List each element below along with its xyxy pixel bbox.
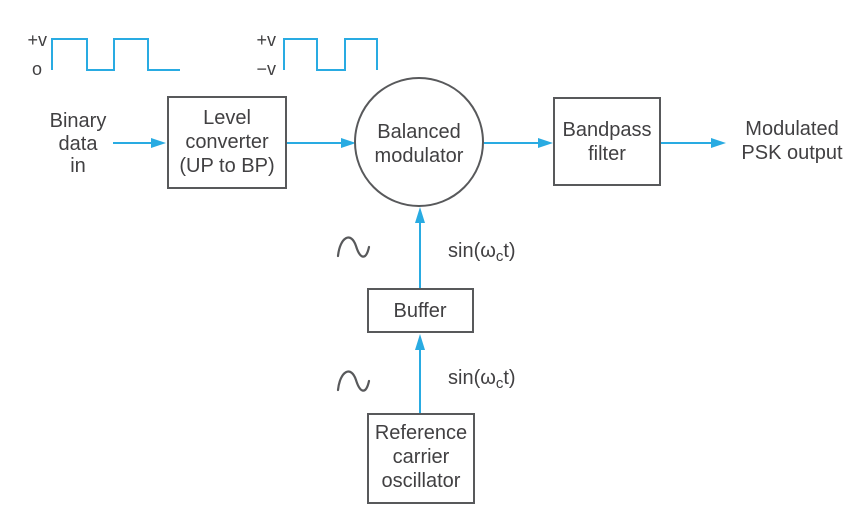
modulated-psk-output-label: Modulated PSK output bbox=[741, 118, 843, 164]
bandpass-filter-line2: filter bbox=[588, 143, 626, 165]
level-converter-line2: converter bbox=[185, 131, 269, 153]
arrow-oscillator-head bbox=[415, 334, 425, 350]
block-buffer: Buffer bbox=[367, 288, 474, 333]
unipolar-high-label: +v bbox=[27, 30, 47, 50]
unipolar-waveform-trace bbox=[51, 38, 180, 71]
input-label-line1: Binary bbox=[50, 110, 107, 132]
arrow-output-head bbox=[711, 138, 726, 148]
bipolar-waveform: +v −v bbox=[256, 30, 378, 79]
binary-data-in-label: Binary data in bbox=[50, 110, 107, 177]
unipolar-low-label: o bbox=[32, 59, 42, 79]
arrow-modulator-head bbox=[538, 138, 553, 148]
arrow-filter-to-output bbox=[661, 138, 726, 148]
buffer-label: Buffer bbox=[394, 300, 447, 322]
oscillator-line2: carrier bbox=[393, 446, 450, 468]
bandpass-filter-line1: Bandpass bbox=[563, 119, 652, 141]
carrier-lower-pre: sin(ω bbox=[448, 367, 496, 389]
arrow-modulator-to-filter bbox=[484, 138, 553, 148]
block-bandpass-filter: Bandpass filter bbox=[553, 97, 661, 186]
arrow-converter-to-modulator bbox=[287, 138, 356, 148]
input-label-line2: data bbox=[59, 133, 99, 155]
block-reference-carrier-oscillator: Reference carrier oscillator bbox=[367, 413, 475, 504]
bipolar-high-label: +v bbox=[256, 30, 276, 50]
bipolar-low-label: −v bbox=[256, 59, 276, 79]
arrow-buffer-to-modulator bbox=[415, 207, 425, 289]
bipolar-waveform-trace bbox=[283, 38, 378, 71]
level-converter-line1: Level bbox=[203, 107, 251, 129]
input-label-line3: in bbox=[70, 155, 86, 177]
output-label-line1: Modulated bbox=[745, 118, 838, 140]
buffer-box bbox=[367, 288, 474, 333]
oscillator-line1: Reference bbox=[375, 422, 467, 444]
block-balanced-modulator: Balanced modulator bbox=[354, 77, 484, 207]
carrier-lower-sub: c bbox=[496, 375, 504, 392]
balanced-modulator-line2: modulator bbox=[375, 145, 464, 167]
arrow-oscillator-to-buffer bbox=[415, 334, 425, 414]
oscillator-line3: oscillator bbox=[382, 470, 461, 492]
arrow-input-head bbox=[151, 138, 166, 148]
carrier-upper-pre: sin(ω bbox=[448, 240, 496, 262]
level-converter-box bbox=[167, 96, 287, 189]
arrow-converter-head bbox=[341, 138, 356, 148]
oscillator-box bbox=[367, 413, 475, 504]
output-label-line2: PSK output bbox=[741, 142, 843, 164]
sine-wave-icon-lower bbox=[336, 370, 371, 392]
carrier-signal-label-upper: sin(ωct) bbox=[448, 240, 516, 265]
carrier-signal-label-lower: sin(ωct) bbox=[448, 367, 516, 392]
level-converter-line3: (UP to BP) bbox=[179, 155, 274, 177]
bandpass-filter-box bbox=[553, 97, 661, 186]
unipolar-waveform: +v o bbox=[27, 30, 180, 79]
arrow-input-to-converter bbox=[113, 138, 166, 148]
carrier-upper-sub: c bbox=[496, 248, 504, 265]
balanced-modulator-line1: Balanced bbox=[377, 121, 460, 143]
sine-wave-icon-upper bbox=[336, 236, 371, 258]
carrier-lower-post: t) bbox=[503, 367, 515, 389]
balanced-modulator-circle bbox=[354, 77, 484, 207]
block-level-converter: Level converter (UP to BP) bbox=[167, 96, 287, 189]
arrow-buffer-head bbox=[415, 207, 425, 223]
carrier-upper-post: t) bbox=[503, 240, 515, 262]
